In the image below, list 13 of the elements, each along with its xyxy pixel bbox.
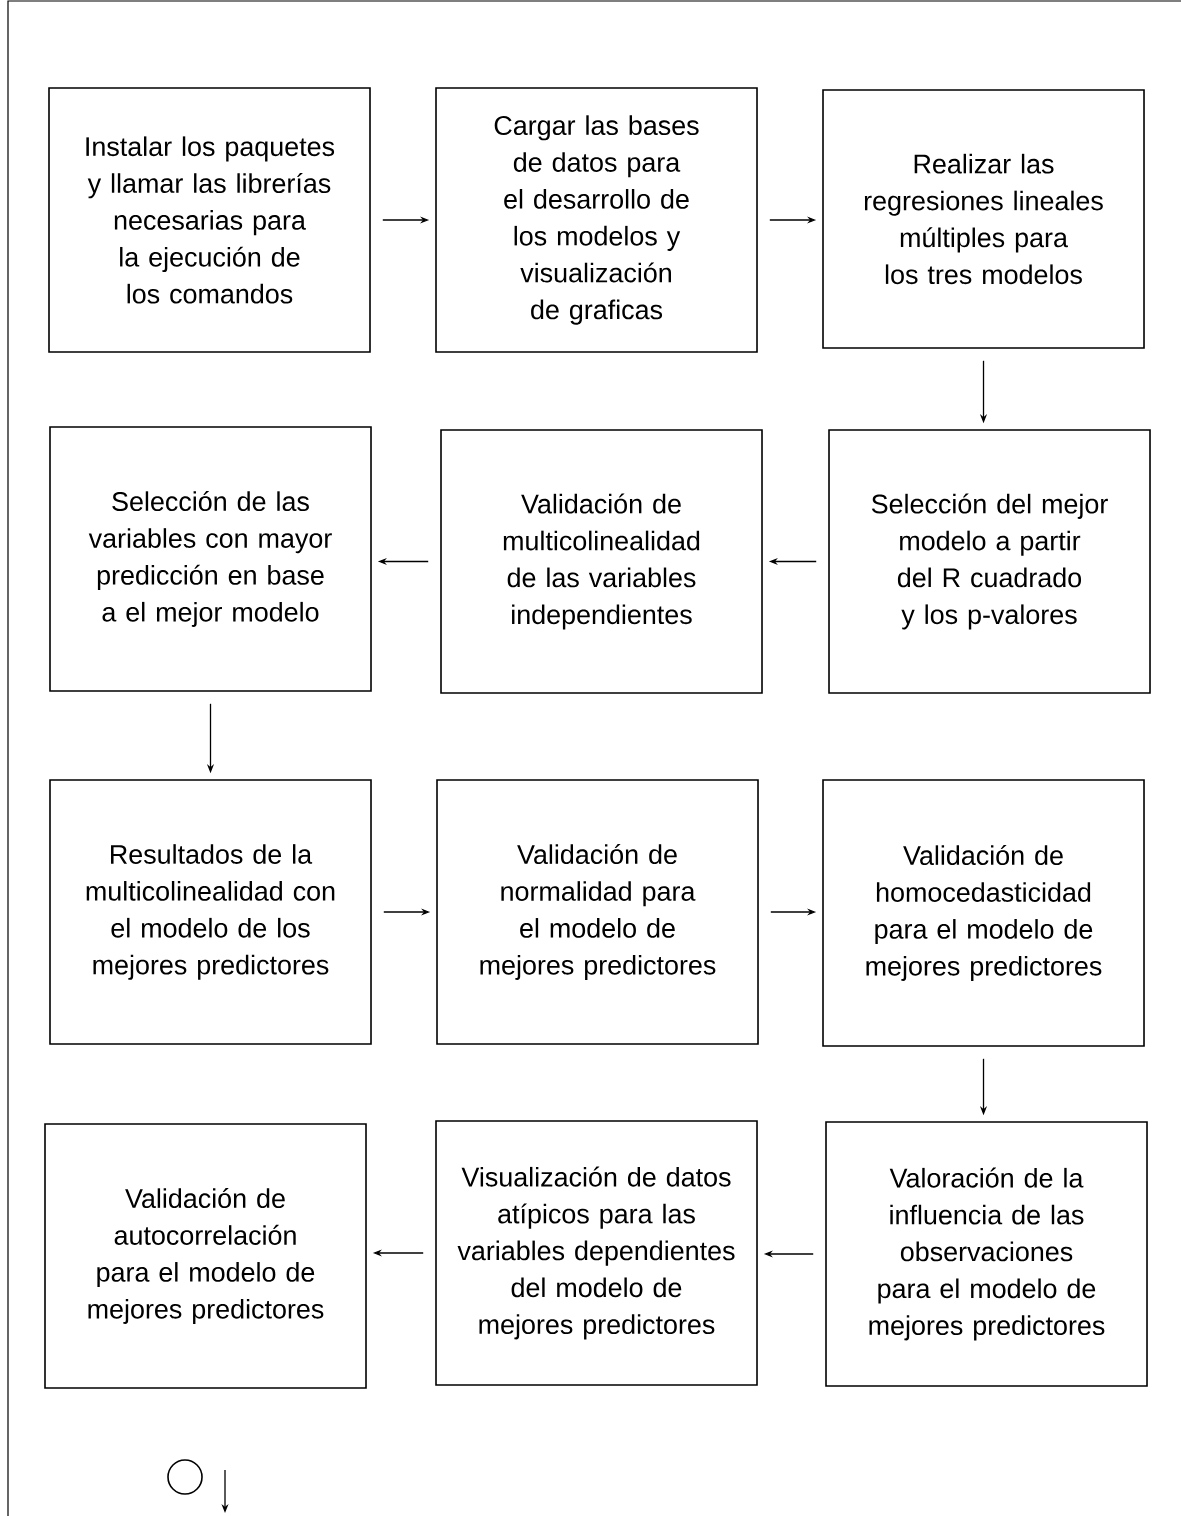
- process-box: Instalar los paquetes y llamar las librerías necesarias para la ejecución de los comandos: [48, 87, 371, 353]
- process-box: Validación de normalidad para el modelo de mejores predictores: [436, 779, 759, 1045]
- process-box: Validación de homocedasticidad para el modelo de mejores predictores: [822, 779, 1145, 1047]
- process-box: Realizar las regresiones lineales múltiples para los tres modelos: [822, 89, 1145, 349]
- process-box: Selección del mejor modelo a partir del R cuadrado y los p-valores: [828, 429, 1151, 694]
- process-box: Valoración de la influencia de las observaciones para el modelo de mejores predictores: [825, 1121, 1148, 1387]
- process-box: Cargar las bases de datos para el desarrollo de los modelos y visualización de graficas: [435, 87, 758, 353]
- process-box: Validación de autocorrelación para el modelo de mejores predictores: [44, 1123, 367, 1389]
- circle: [167, 1459, 203, 1495]
- process-box: Resultados de la multicolinealidad con el modelo de los mejores predictores: [49, 779, 372, 1045]
- process-box: Visualización de datos atípicos para las variables dependientes del modelo de mejores predictores: [435, 1120, 758, 1386]
- process-box: Selección de las variables con mayor predicción en base a el mejor modelo: [49, 426, 372, 692]
- process-box: Validación de multicolinealidad de las variables independientes: [440, 429, 763, 694]
